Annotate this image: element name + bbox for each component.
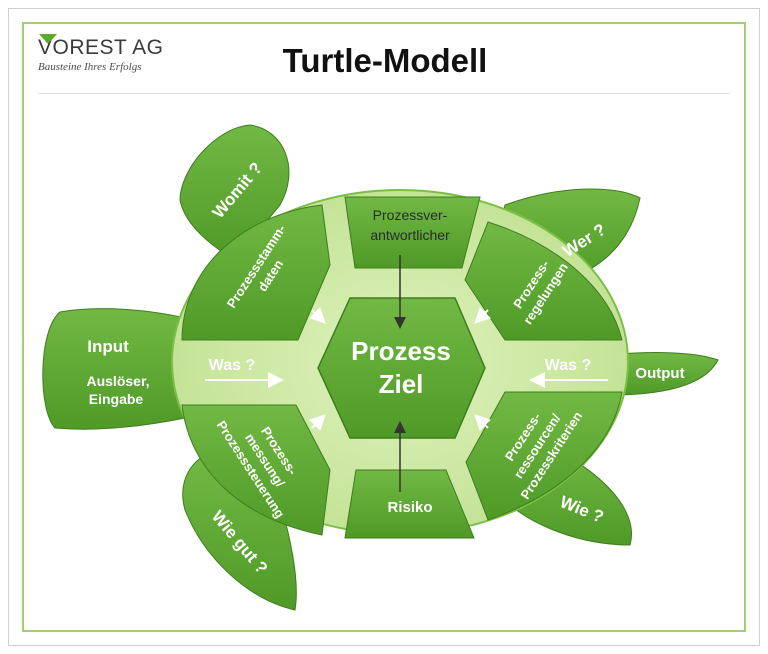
plate-top-left [181,204,331,341]
logo-tagline: Bausteine Ihres Erfolgs [38,61,142,73]
plate-bottom [344,469,475,539]
limb-head [42,308,186,430]
arrow-tl-diag [308,306,326,324]
center-label-line1: Prozess [351,336,451,366]
limb-head-line1: Auslöser, [86,373,149,389]
flow-right-label: Was ? [545,357,592,374]
arrow-bl-diag [308,414,326,432]
limb-head-line2: Eingabe [89,391,144,407]
center-hexagon [317,297,486,439]
plate-bottom-right [465,391,623,521]
plate-top-right [464,221,623,341]
limb-tail-label: Output [635,365,684,382]
outer-border [8,8,760,646]
plate-top [344,196,481,269]
page-title: Turtle-Modell [282,42,488,79]
plate-top-label-line1: Prozessver- [373,207,448,223]
limb-tail [599,352,719,396]
logo-v-mark-icon [39,34,57,44]
plate-bottom-right-label: Prozess- ressourcen/ Prozesskriterien [502,409,585,502]
plate-bottom-label: Risiko [387,499,432,516]
limb-head-title: Input [87,337,129,356]
plate-top-label-line2: antwortlicher [370,227,450,243]
arrow-br-diag [474,414,492,432]
logo-name: VOREST AG [38,36,164,59]
company-logo: VOREST AG Bausteine Ihres Erfolgs [38,34,164,73]
flow-left-label: Was ? [209,357,256,374]
arrow-tr-diag [474,306,492,324]
plate-bottom-left [181,404,331,536]
title-divider [38,93,730,94]
center-label-line2: Ziel [379,369,424,399]
